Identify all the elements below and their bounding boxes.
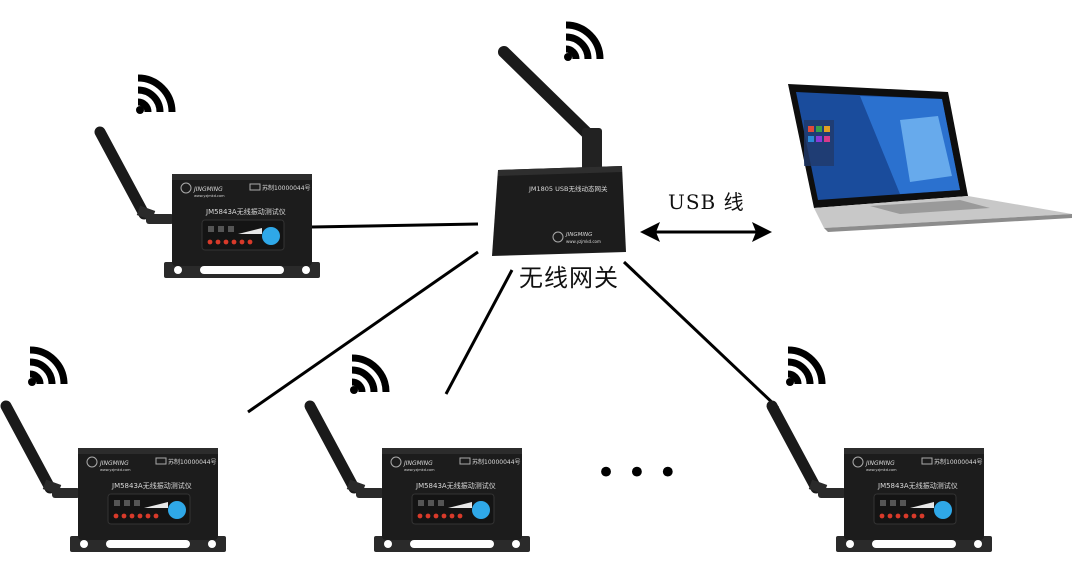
sensor-model-label: JM5843A无线振动测试仪	[205, 207, 286, 216]
antenna-icon	[310, 406, 384, 498]
gateway-device: JM1805 USB无线动态网关 JINGMING www.yzjmkd.com	[492, 46, 626, 256]
antenna-icon	[6, 406, 80, 498]
gateway-logo-icon	[552, 231, 564, 243]
sensor-brand-label: JINGMING	[865, 460, 895, 467]
gateway-model-label: JM1805 USB无线动态网关	[528, 184, 608, 193]
sensor-brand-url: www.yzjmkd.com	[194, 194, 225, 198]
sensor-cert-label: 苏制10000044号	[262, 184, 311, 192]
sensor-model-label: JM5843A无线振动测试仪	[415, 481, 496, 490]
link-bottom-left	[247, 250, 479, 414]
usb-double-arrow-icon	[640, 222, 772, 242]
sensor-brand-label: JINGMING	[193, 186, 223, 193]
sensor-device-bottom-left: JINGMING www.yzjmkd.com 苏制10000044号 JM58…	[6, 406, 227, 553]
wifi-icon	[28, 350, 64, 386]
connection-lines	[247, 222, 780, 414]
sensor-cert-label: 苏制10000044号	[472, 458, 521, 466]
gateway-caption: 无线网关	[519, 264, 619, 292]
wifi-icon	[786, 350, 822, 386]
sensor-cert-label: 苏制10000044号	[934, 458, 983, 466]
laptop-icon	[788, 84, 1072, 232]
sensor-model-label: JM5843A无线振动测试仪	[111, 481, 192, 490]
antenna-icon	[498, 46, 600, 146]
antenna-icon	[772, 406, 846, 498]
link-top-left	[311, 222, 479, 229]
wifi-icon	[136, 78, 172, 114]
sensor-brand-url: www.yzjmkd.com	[100, 468, 131, 472]
sensor-device-top-left: JINGMING www.yzjmkd.com 苏制10000044号 JM58…	[100, 132, 321, 279]
wifi-icon	[564, 25, 600, 61]
sensor-brand-label: JINGMING	[403, 460, 433, 467]
usb-link-label: USB 线	[668, 190, 745, 214]
sensor-brand-url: www.yzjmkd.com	[866, 468, 897, 472]
sensor-device-bottom-middle: JINGMING www.yzjmkd.com 苏制10000044号 JM58…	[310, 406, 531, 553]
gateway-brand-label: JINGMING	[565, 232, 592, 238]
sensor-device-bottom-right: JINGMING www.yzjmkd.com 苏制10000044号 JM58…	[772, 406, 993, 553]
sensor-cert-label: 苏制10000044号	[168, 458, 217, 466]
antenna-icon	[100, 132, 174, 224]
sensor-model-label: JM5843A无线振动测试仪	[877, 481, 958, 490]
link-bottom-right	[622, 260, 780, 410]
sensor-brand-url: www.yzjmkd.com	[404, 468, 435, 472]
wifi-icon	[350, 358, 386, 394]
more-sensors-ellipsis: • • •	[596, 453, 678, 493]
sensor-brand-label: JINGMING	[99, 460, 129, 467]
gateway-brand-url: www.yzjmkd.com	[566, 239, 601, 244]
link-bottom-middle	[444, 269, 514, 395]
